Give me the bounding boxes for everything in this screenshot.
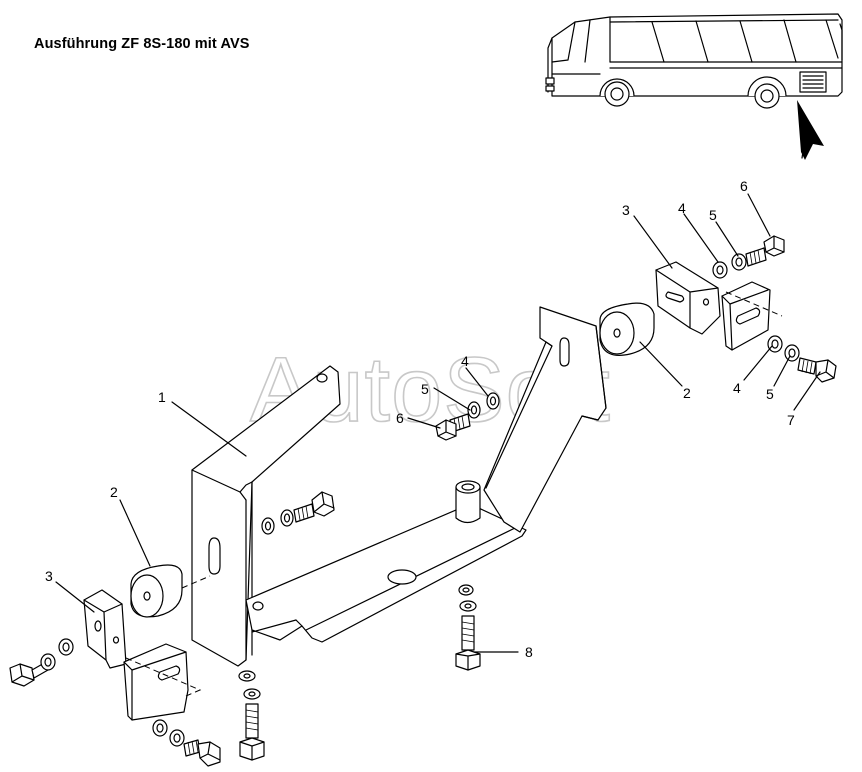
bolt-stack-vertical-center: [455, 584, 481, 671]
callout-3-right: 3: [622, 202, 630, 218]
rubber-mount-left: [130, 564, 211, 618]
bolt-stack-left-plate: [261, 491, 335, 535]
main-bracket: [191, 306, 607, 667]
bolt-stack-right-top: [712, 235, 785, 279]
callout-5-center: 5: [421, 381, 429, 397]
callout-5-right: 5: [766, 386, 774, 402]
bolt-stack-center: [435, 392, 500, 441]
callout-3-left: 3: [45, 568, 53, 584]
callout-5-top: 5: [709, 207, 717, 223]
callout-4-center: 4: [461, 353, 469, 369]
bolt-stack-left-bottom: [152, 719, 221, 767]
bolt-stack-right-bottom: [767, 335, 837, 383]
callout-7: 7: [787, 412, 795, 428]
callout-6-top: 6: [740, 178, 748, 194]
location-arrow-shaft: [801, 131, 807, 159]
leader-lines: [55, 193, 821, 653]
angle-bracket-right: [655, 261, 721, 335]
bus-locator-icon: [545, 13, 843, 109]
clamp-plate-left: [123, 643, 202, 721]
callout-1: 1: [158, 389, 166, 405]
angle-bracket-left: [83, 589, 127, 669]
callout-4-right: 4: [733, 380, 741, 396]
rubber-mount-right: [599, 302, 655, 356]
callout-2-right: 2: [683, 385, 691, 401]
bolt-stack-vertical-left: [238, 670, 265, 761]
callout-2-left: 2: [110, 484, 118, 500]
location-arrow-icon: [797, 100, 824, 160]
diagram-title: Ausführung ZF 8S-180 mit AVS: [34, 36, 250, 52]
callout-6-center: 6: [396, 410, 404, 426]
callout-8: 8: [525, 644, 533, 660]
bolt-stack-left-lower: [9, 638, 74, 687]
clamp-plate-right: [721, 281, 783, 351]
callout-4-top: 4: [678, 200, 686, 216]
